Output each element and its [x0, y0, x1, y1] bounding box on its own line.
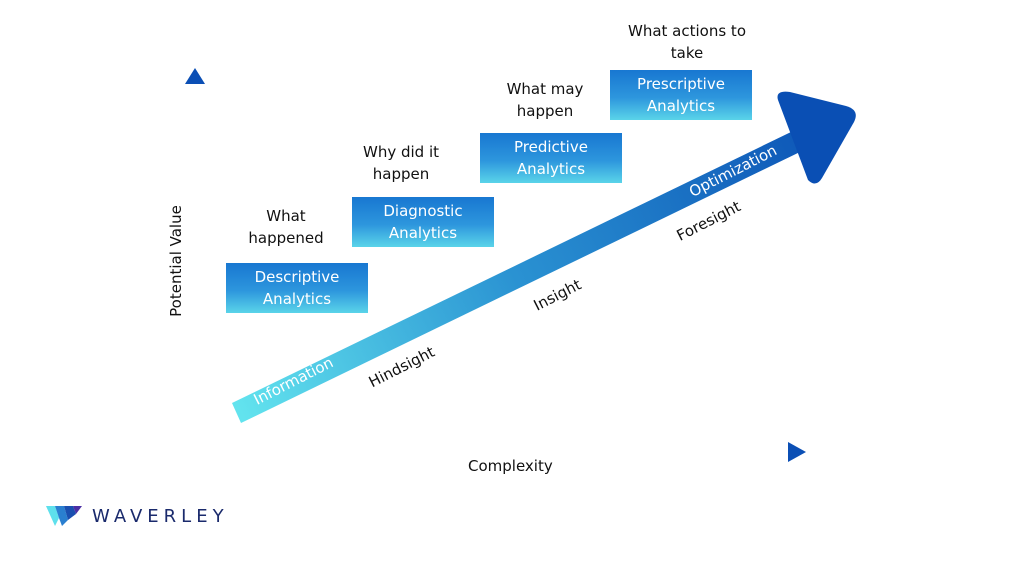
- brand-name: WAVERLEY: [92, 505, 229, 527]
- big-arrow-shaft: [232, 132, 802, 423]
- y-axis-label: Potential Value: [167, 205, 185, 317]
- x-axis-arrowhead: [788, 442, 806, 462]
- y-axis-arrowhead: [185, 68, 205, 84]
- big-arrow-head: [777, 91, 856, 184]
- brand-logo: WAVERLEY: [46, 504, 229, 528]
- waverley-logo-icon: [46, 506, 82, 526]
- x-axis-label: Complexity: [468, 457, 553, 475]
